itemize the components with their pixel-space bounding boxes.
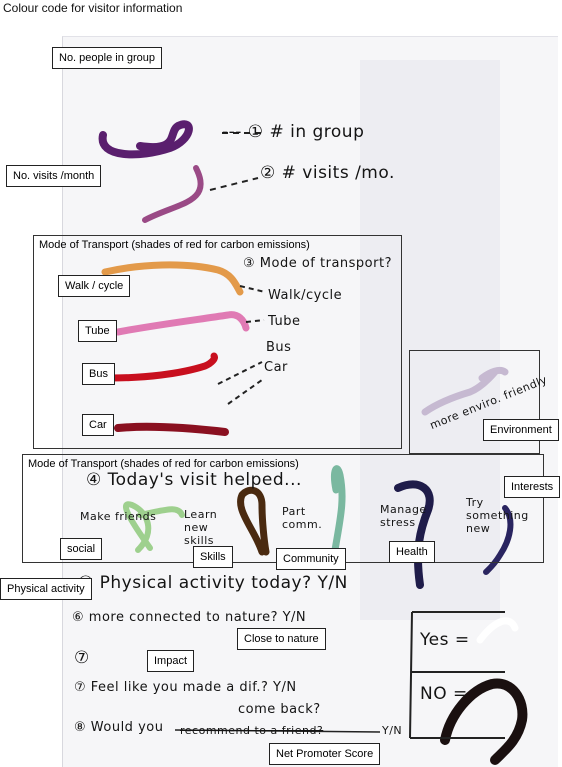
label-tube: Tube: [78, 320, 117, 342]
label-community: Community: [276, 548, 346, 570]
page-title: Colour code for visitor information: [3, 1, 183, 15]
label-nps: Net Promoter Score: [269, 743, 381, 765]
environment-frame: [409, 350, 540, 454]
interests-frame-title: Mode of Transport (shades of red for car…: [28, 458, 299, 470]
handwriting-nature: ⑥ more connected to nature? Y/N: [72, 610, 307, 625]
label-group: No. people in group: [52, 47, 163, 69]
handwriting-recommend-a: ⑧ Would you: [74, 720, 164, 735]
handwriting-physical: ⑤ Physical activity today? Y/N: [78, 573, 348, 593]
handwriting-seven-mark: ⑦: [74, 648, 90, 668]
label-environment: Environment: [483, 419, 559, 441]
handwriting-try-new: Try something new: [466, 496, 529, 535]
label-impact: Impact: [147, 650, 195, 672]
handwriting-bus: Bus: [266, 340, 292, 355]
handwriting-visits: ② # visits /mo.: [260, 163, 395, 183]
label-social: social: [60, 538, 103, 560]
label-bus: Bus: [82, 363, 115, 385]
transport-frame-title: Mode of Transport (shades of red for car…: [39, 239, 310, 251]
label-skills: Skills: [193, 546, 233, 568]
handwriting-walk: Walk/cycle: [268, 288, 343, 303]
handwriting-difference: ⑦ Feel like you made a dif.? Y/N: [74, 680, 297, 695]
handwriting-yes-no-tail: Y/N: [382, 724, 403, 737]
label-car: Car: [82, 414, 114, 436]
handwriting-no: NO =: [420, 684, 468, 704]
handwriting-learn-skills: Learn new skills: [184, 508, 218, 547]
handwriting-come-back: come back?: [238, 702, 321, 717]
handwriting-transport-question: ③ Mode of transport?: [243, 256, 392, 271]
label-visits: No. visits /month: [6, 165, 102, 187]
label-interests: Interests: [504, 476, 561, 498]
label-nature: Close to nature: [237, 628, 326, 650]
handwriting-car: Car: [264, 360, 288, 375]
handwriting-visit-helped: ④ Today's visit helped...: [86, 470, 302, 490]
handwriting-recommend-b: recommend to a friend?: [180, 724, 324, 737]
handwriting-manage-stress: Manage stress: [380, 503, 427, 529]
handwriting-yes: Yes =: [420, 630, 470, 650]
handwriting-tube: Tube: [268, 314, 301, 329]
label-walk: Walk / cycle: [58, 275, 131, 297]
handwriting-make-friends: Make friends: [80, 510, 157, 523]
handwriting-part-comm: Part comm.: [282, 505, 323, 531]
label-physical: Physical activity: [0, 578, 92, 600]
handwriting-group: --- ① # in group: [222, 122, 365, 142]
label-health: Health: [389, 541, 435, 563]
transport-frame: [33, 235, 402, 449]
